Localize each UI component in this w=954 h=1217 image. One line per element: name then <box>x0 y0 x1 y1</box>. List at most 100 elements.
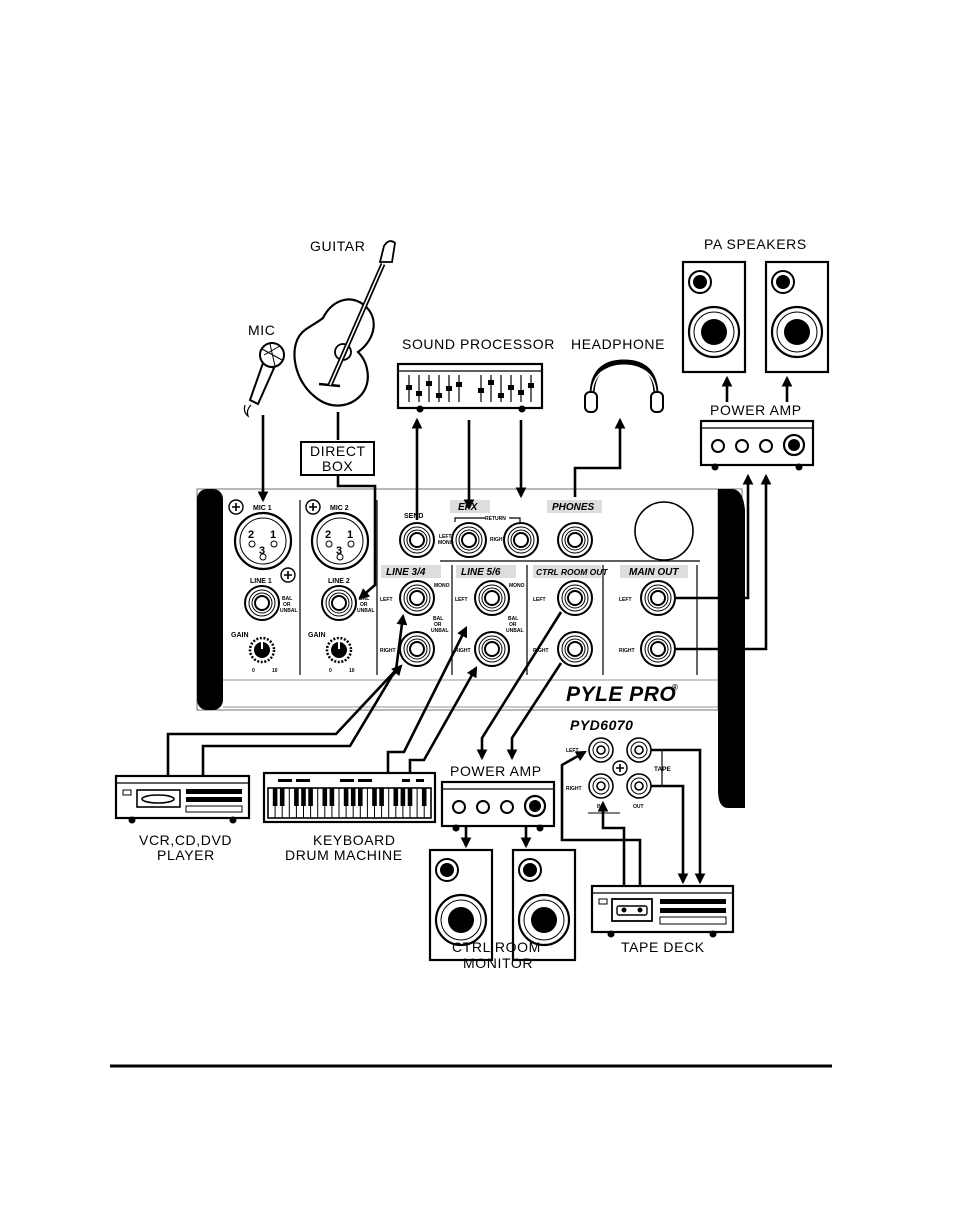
pa-speakers-label: PA SPEAKERS <box>704 236 807 252</box>
svg-text:MONO: MONO <box>509 583 525 589</box>
return-label: RETURN <box>485 516 506 522</box>
svg-text:CTRL ROOM: CTRL ROOM <box>452 939 541 955</box>
svg-text:IN: IN <box>597 804 602 810</box>
svg-text:0: 0 <box>329 668 332 674</box>
svg-text:UNBAL: UNBAL <box>280 608 298 614</box>
svg-text:RIGHT: RIGHT <box>533 648 549 654</box>
ctrl-room-right-jack[interactable] <box>557 631 593 667</box>
svg-text:RIGHT: RIGHT <box>490 537 506 543</box>
line6-jack[interactable] <box>474 631 510 667</box>
guitar-label: GUITAR <box>310 238 365 254</box>
mic-label: MIC <box>248 322 275 338</box>
line56-section: LINE 5/6 LEFT MONO BAL OR UNBAL RIGHT <box>455 565 525 667</box>
svg-text:PLAYER: PLAYER <box>157 847 215 863</box>
keyboard-black-key <box>308 788 313 806</box>
pa-speakers-device: PA SPEAKERS <box>681 236 830 374</box>
svg-text:RIGHT: RIGHT <box>455 648 471 654</box>
svg-text:1: 1 <box>347 529 353 541</box>
svg-text:OR: OR <box>283 602 291 608</box>
headphone-label: HEADPHONE <box>571 336 665 352</box>
direct-box-device: DIRECT BOX <box>300 441 375 476</box>
keyboard-black-key <box>350 788 356 806</box>
svg-text:LEFT: LEFT <box>566 748 579 754</box>
send-label: SEND <box>404 513 423 520</box>
ctrl-room-left-jack[interactable] <box>557 580 593 616</box>
mic1-label: MIC 1 <box>253 505 272 512</box>
line56-label: LINE 5/6 <box>461 567 501 578</box>
headphone-device: HEADPHONE <box>571 336 665 413</box>
wires <box>166 375 793 886</box>
svg-text:OUT: OUT <box>633 804 644 810</box>
svg-text:10: 10 <box>349 668 355 674</box>
svg-text:3: 3 <box>259 545 265 557</box>
keyboard-device: KEYBOARD DRUM MACHINE <box>262 771 437 863</box>
tape-out-left-jack[interactable] <box>626 737 652 763</box>
svg-text:DIRECT: DIRECT <box>310 443 366 459</box>
keyboard-black-key <box>407 788 413 806</box>
line2-jack[interactable] <box>321 585 357 621</box>
line34-label: LINE 3/4 <box>386 567 426 578</box>
main-out-section: MAIN OUT LEFT RIGHT <box>619 565 688 667</box>
model-name: PYD6070 <box>570 717 633 733</box>
brand-logo: PYLE PRO <box>566 683 676 706</box>
line1-jack[interactable] <box>244 585 280 621</box>
main-power-amp-device: POWER AMP <box>699 402 815 472</box>
return-right-jack[interactable] <box>503 522 539 558</box>
tape-deck-device: TAPE DECK <box>590 884 735 955</box>
svg-text:RIGHT: RIGHT <box>566 786 582 792</box>
svg-text:LEFT: LEFT <box>455 597 468 603</box>
main-out-right-jack[interactable] <box>640 631 676 667</box>
svg-text:LEFT: LEFT <box>380 597 393 603</box>
ctrl-room-out-section: CTRL ROOM OUT LEFT RIGHT <box>533 565 608 667</box>
gain1-knob[interactable] <box>248 636 276 664</box>
svg-text:10: 10 <box>272 668 278 674</box>
main-out-left-jack[interactable] <box>640 580 676 616</box>
svg-text:®: ® <box>672 683 678 692</box>
sound-processor-label: SOUND PROCESSOR <box>402 336 555 352</box>
line3-jack[interactable] <box>399 580 435 616</box>
keyboard-black-key <box>400 788 406 806</box>
svg-text:BAL: BAL <box>433 616 443 622</box>
line5-jack[interactable] <box>474 580 510 616</box>
mic1-channel: MIC 1 2 1 3 LINE 1 BAL OR UNBAL GAIN 0 1… <box>228 499 298 674</box>
tape-in-left-jack[interactable] <box>588 737 614 763</box>
svg-text:DRUM MACHINE: DRUM MACHINE <box>285 847 403 863</box>
send-jack[interactable] <box>399 522 435 558</box>
keyboard-black-key <box>358 788 363 806</box>
svg-text:1: 1 <box>270 529 276 541</box>
mic1-xlr-jack[interactable] <box>233 511 293 571</box>
ctrl-room-monitor-device: CTRL ROOM MONITOR <box>428 848 577 971</box>
keyboard-black-key <box>372 788 377 806</box>
svg-text:BAL: BAL <box>282 596 292 602</box>
svg-text:UNBAL: UNBAL <box>357 608 375 614</box>
svg-text:2: 2 <box>248 529 254 541</box>
mic2-label: MIC 2 <box>330 505 349 512</box>
keyboard-black-key <box>393 788 399 806</box>
tape-out-right-jack[interactable] <box>626 773 652 799</box>
return-left-jack[interactable] <box>451 522 487 558</box>
phones-section: PHONES <box>547 500 602 558</box>
mic2-channel: MIC 2 2 1 3 LINE 2 BAL OR UNBAL GAIN 0 1… <box>305 499 375 674</box>
tape-in-right-jack[interactable] <box>588 773 614 799</box>
svg-text:2: 2 <box>325 529 331 541</box>
keyboard-black-key <box>421 788 427 806</box>
svg-text:0: 0 <box>252 668 255 674</box>
vcr-device: VCR,CD,DVD PLAYER <box>114 774 251 863</box>
main-out-label: MAIN OUT <box>629 567 679 578</box>
svg-text:MONITOR: MONITOR <box>463 955 533 971</box>
svg-text:OR: OR <box>360 602 368 608</box>
mic2-xlr-jack[interactable] <box>310 511 370 571</box>
svg-text:UNBAL: UNBAL <box>506 628 524 634</box>
keyboard-black-key <box>279 788 285 806</box>
gain2-knob[interactable] <box>325 636 353 664</box>
ctrl-power-amp-device: POWER AMP <box>440 763 556 833</box>
phones-jack[interactable] <box>557 522 593 558</box>
line4-jack[interactable] <box>399 631 435 667</box>
svg-text:RIGHT: RIGHT <box>619 648 635 654</box>
svg-text:MONO: MONO <box>438 540 454 546</box>
phones-label: PHONES <box>552 502 595 513</box>
line1-label: LINE 1 <box>250 578 272 585</box>
svg-text:MONO: MONO <box>434 583 450 589</box>
svg-text:3: 3 <box>336 545 342 557</box>
